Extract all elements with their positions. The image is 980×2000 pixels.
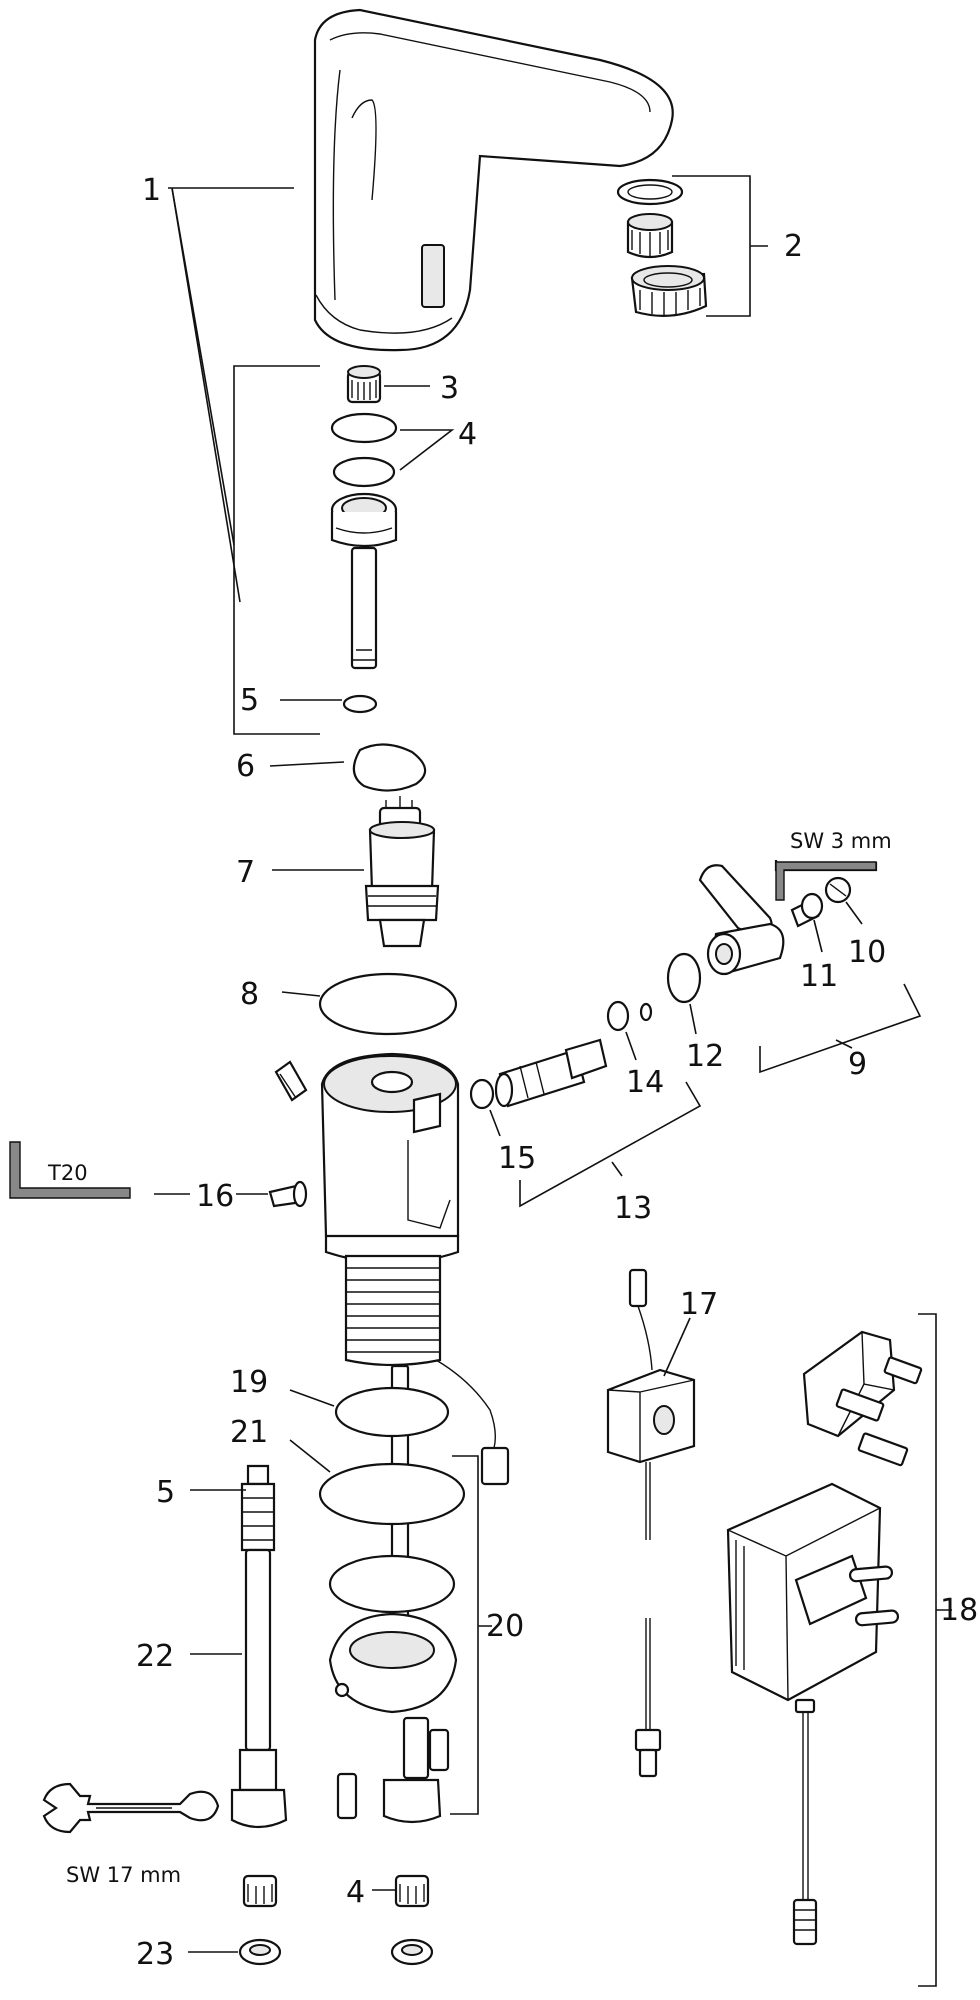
part-o-rings-4 (330, 412, 398, 488)
label-22: 22 (136, 1639, 174, 1674)
label-15: 15 (498, 1141, 536, 1176)
label-8: 8 (240, 977, 259, 1012)
part-o-ring-12 (666, 952, 702, 1004)
part-cap-10 (824, 876, 852, 904)
part-washer-20a (328, 1554, 456, 1614)
label-10: 10 (848, 935, 886, 970)
tool-wrench (42, 1782, 220, 1834)
label-19: 19 (230, 1365, 268, 1400)
label-6: 6 (236, 749, 255, 784)
part-o-ring-5 (342, 694, 378, 714)
part-gasket-6 (352, 743, 427, 792)
label-4-upper: 4 (458, 417, 477, 452)
label-hex-key: SW 3 mm (790, 829, 892, 853)
label-torx-key: T20 (47, 1161, 88, 1185)
label-5-upper: 5 (240, 683, 259, 718)
part-washer-19 (334, 1386, 450, 1438)
part-ring-14 (606, 1000, 653, 1032)
label-7: 7 (236, 855, 255, 890)
part-power-adapter-18 (726, 1330, 923, 1946)
part-ring-15 (469, 1078, 495, 1110)
part-flex-hose-22 (230, 1464, 288, 1829)
label-3: 3 (440, 371, 459, 406)
label-13: 13 (614, 1191, 652, 1226)
label-9: 9 (848, 1047, 867, 1082)
part-faucet-body (313, 8, 674, 352)
part-lever-handle-9 (698, 864, 785, 976)
leader-lines (154, 175, 952, 1987)
tool-labels: SW 3 mm T20 SW 17 mm (47, 829, 892, 1887)
label-21: 21 (230, 1415, 268, 1450)
part-insert-lower-left (242, 1874, 278, 1908)
label-4-lower: 4 (346, 1875, 365, 1910)
part-o-ring-8 (318, 972, 458, 1036)
part-bottom-nut (336, 1716, 450, 1824)
part-insert-lower-right (394, 1874, 430, 1908)
label-5-lower: 5 (156, 1475, 175, 1510)
tool-torx-key (9, 1141, 131, 1199)
label-2: 2 (784, 229, 803, 264)
part-screw-11 (790, 892, 824, 928)
part-cap-23-right (390, 1938, 434, 1966)
part-cap-23-left (238, 1938, 282, 1966)
part-sensor-box-17 (606, 1268, 696, 1778)
part-washer-21 (318, 1462, 466, 1526)
label-16: 16 (196, 1179, 234, 1214)
label-1: 1 (142, 173, 161, 208)
part-mounting-plate (328, 1612, 458, 1714)
label-23: 23 (136, 1937, 174, 1972)
part-set-screw (274, 1060, 308, 1102)
label-11: 11 (800, 959, 838, 994)
label-17: 17 (680, 1287, 718, 1322)
part-valve-cartridge-13 (494, 1038, 608, 1108)
part-insert-3 (346, 365, 382, 404)
labels: 1 2 3 4 5 6 7 8 9 10 11 12 13 14 15 16 1… (136, 173, 978, 1972)
label-14: 14 (626, 1065, 664, 1100)
label-12: 12 (686, 1039, 724, 1074)
part-solenoid-valve-7 (364, 796, 440, 948)
part-screw-16 (268, 1180, 308, 1208)
part-aerator (616, 178, 708, 317)
label-20: 20 (486, 1609, 524, 1644)
label-18: 18 (940, 1593, 978, 1628)
part-cartridge-stem (330, 492, 398, 670)
label-wrench: SW 17 mm (66, 1863, 181, 1887)
tool-hex-key (774, 860, 878, 901)
